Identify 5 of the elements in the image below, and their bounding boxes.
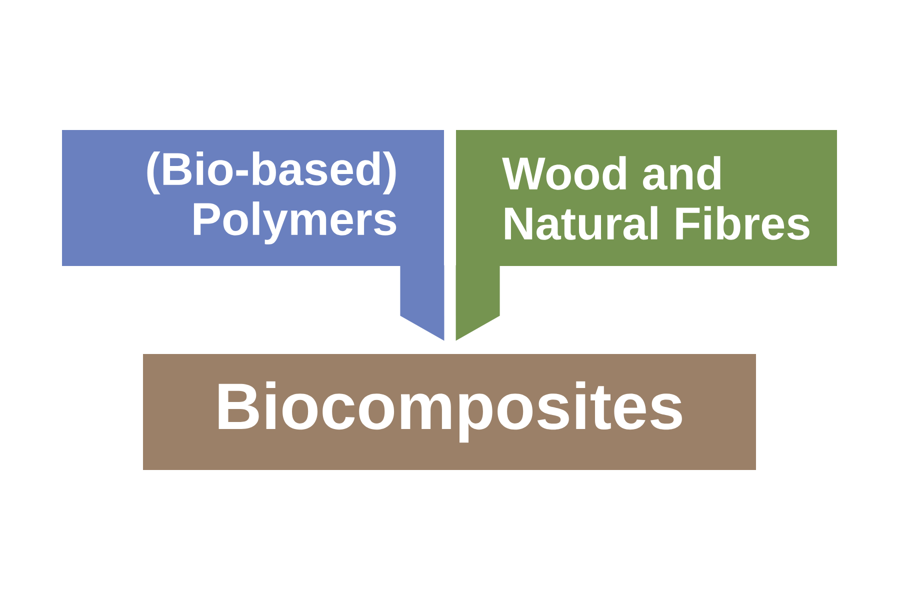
callout-box: (Bio-based) Polymers [62, 130, 444, 266]
callout-pointer [400, 265, 444, 341]
callout-box: Wood and Natural Fibres [456, 130, 837, 266]
callout-pointer [456, 265, 500, 341]
label-box: Biocomposites [143, 354, 756, 470]
